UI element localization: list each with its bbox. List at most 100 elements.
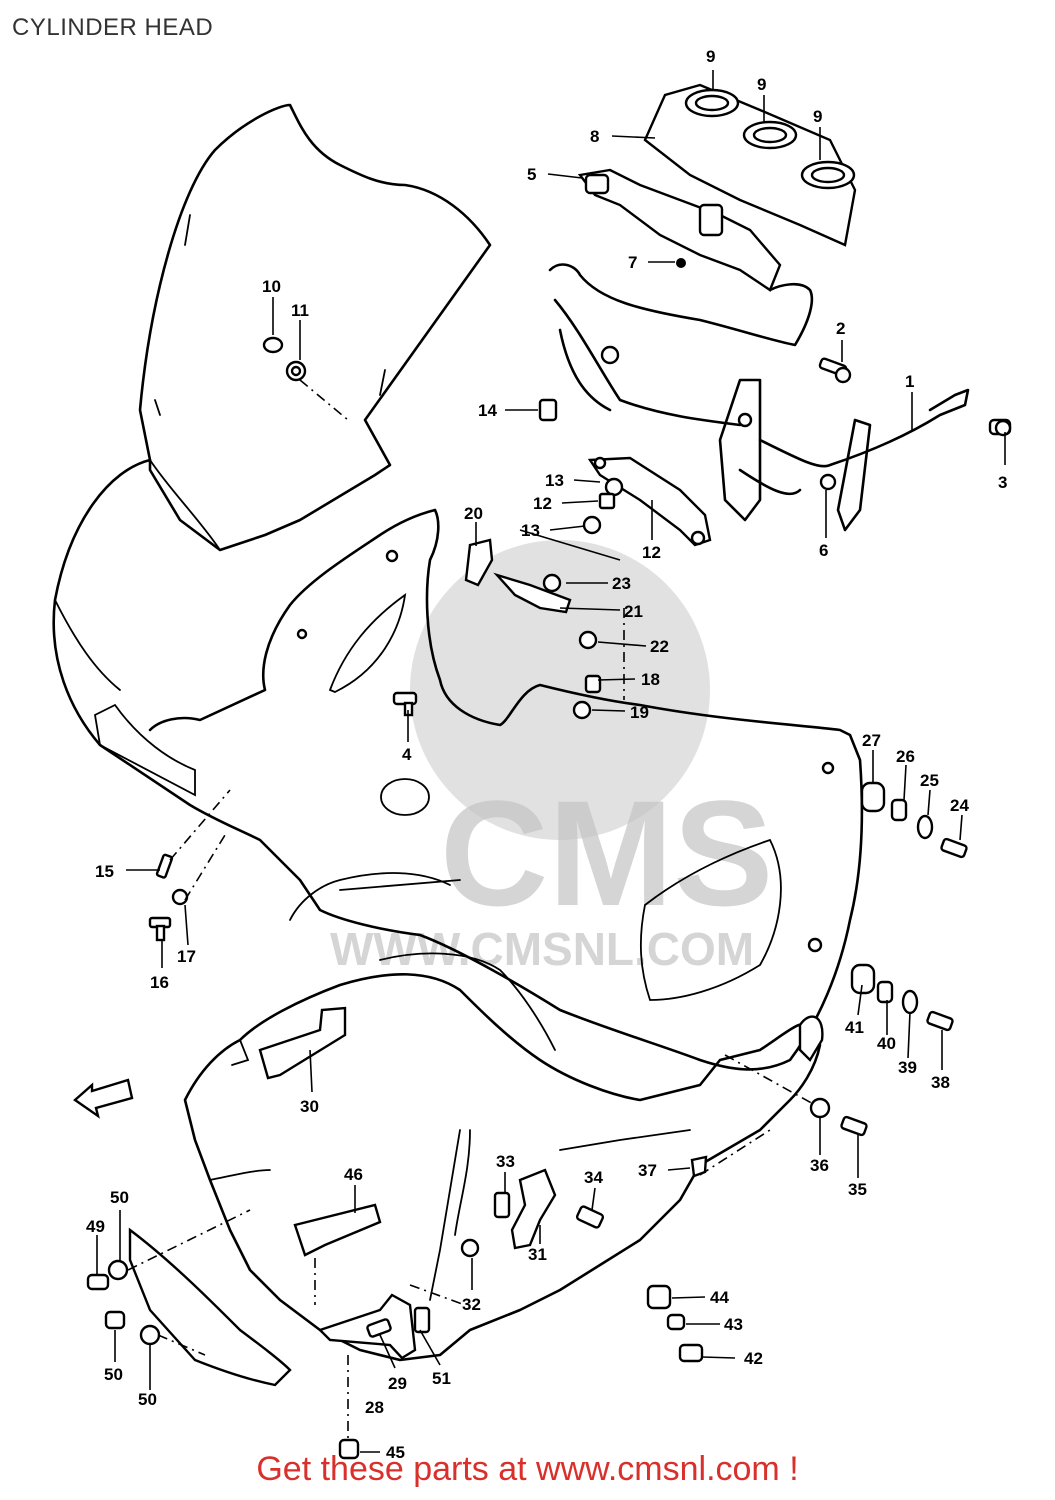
collar-14 bbox=[598, 492, 616, 510]
bracket-22 bbox=[464, 538, 494, 587]
callout-12b: 12 bbox=[642, 543, 661, 562]
page-title: CYLINDER HEAD bbox=[12, 14, 214, 41]
callout-10: 10 bbox=[262, 277, 281, 296]
nut-46 bbox=[646, 1284, 672, 1310]
washer-41 bbox=[901, 989, 919, 1015]
clip-35 bbox=[493, 1191, 511, 1219]
callout-16: 14 bbox=[478, 401, 497, 420]
bracket-48 bbox=[293, 1203, 382, 1257]
callout-2: 2 bbox=[836, 319, 845, 338]
meter-cover bbox=[643, 83, 857, 247]
callout-49a: 49 bbox=[86, 1217, 105, 1236]
screw-17 bbox=[155, 853, 174, 879]
windscreen bbox=[138, 103, 492, 552]
callout-24: 22 bbox=[650, 637, 669, 656]
callout-45: 43 bbox=[724, 1315, 743, 1334]
nut-25 bbox=[542, 573, 562, 593]
callout-14: 12 bbox=[533, 494, 552, 513]
callout-9a: 9 bbox=[706, 47, 715, 66]
callout-23: 21 bbox=[624, 602, 643, 621]
screw-13 bbox=[582, 515, 602, 535]
callout-5: 5 bbox=[527, 165, 536, 184]
callout-47: 45 bbox=[386, 1443, 405, 1462]
washer-50a bbox=[107, 1259, 129, 1281]
callout-31: 29 bbox=[388, 1374, 407, 1393]
callout-26: 24 bbox=[950, 796, 969, 815]
bracket-33 bbox=[510, 1168, 557, 1250]
callout-50a: 50 bbox=[110, 1188, 129, 1207]
screw-47 bbox=[338, 1438, 360, 1460]
callout-7: 7 bbox=[628, 253, 637, 272]
nut-11 bbox=[285, 360, 307, 382]
bolt-26 bbox=[940, 837, 968, 859]
callout-32: 30 bbox=[300, 1097, 319, 1116]
callout-9c: 9 bbox=[813, 107, 822, 126]
callout-11: 11 bbox=[291, 301, 309, 320]
callout-33: 31 bbox=[528, 1245, 547, 1264]
callout-labels: 9 9 9 8 5 7 10 11 2 1 14 3 13 12 20 11 1… bbox=[86, 47, 1007, 1462]
callout-39: 37 bbox=[638, 1161, 657, 1180]
screw-49b bbox=[104, 1310, 126, 1330]
callout-1: 1 bbox=[905, 372, 914, 391]
washer-19 bbox=[171, 888, 189, 906]
washer-15 bbox=[604, 477, 624, 497]
callout-29: 27 bbox=[862, 731, 881, 750]
grommet-43 bbox=[850, 963, 876, 995]
callout-9b: 9 bbox=[757, 75, 766, 94]
screw-7 bbox=[676, 258, 686, 268]
callout-3: 3 bbox=[998, 473, 1007, 492]
screw-20 bbox=[584, 674, 602, 694]
callout-27: 25 bbox=[920, 771, 939, 790]
screw-24 bbox=[578, 630, 598, 650]
callout-15: 13 bbox=[545, 471, 564, 490]
screw-31 bbox=[366, 1318, 392, 1338]
callout-36: 34 bbox=[584, 1168, 603, 1187]
callout-4: 4 bbox=[402, 745, 412, 764]
bracket-23 bbox=[493, 572, 572, 614]
washer-38 bbox=[809, 1097, 831, 1119]
callout-17: 15 bbox=[95, 862, 114, 881]
lower-fairing bbox=[183, 973, 822, 1362]
nut-34 bbox=[460, 1238, 480, 1258]
callout-40: 38 bbox=[931, 1073, 950, 1092]
bolt-3 bbox=[988, 418, 1012, 437]
callout-37: 35 bbox=[848, 1180, 867, 1199]
callout-21: 19 bbox=[630, 703, 649, 722]
screw-49a bbox=[86, 1273, 110, 1291]
callout-20: 18 bbox=[641, 670, 660, 689]
callout-19: 17 bbox=[177, 947, 196, 966]
callout-13b: 13 bbox=[521, 521, 540, 540]
side-cover-panel bbox=[128, 1227, 292, 1387]
bolt-36 bbox=[575, 1205, 605, 1229]
callout-8: 8 bbox=[590, 127, 599, 146]
bolt-40 bbox=[926, 1010, 954, 1032]
collar-45 bbox=[666, 1313, 686, 1331]
fairing-stay bbox=[548, 263, 970, 532]
screw-44 bbox=[678, 1343, 704, 1363]
watermark-brand: CMS bbox=[440, 769, 773, 937]
screw-10 bbox=[262, 336, 284, 354]
callout-43: 41 bbox=[845, 1018, 864, 1037]
callout-25: 23 bbox=[612, 574, 631, 593]
callout-30: 28 bbox=[365, 1398, 384, 1417]
bolt-2 bbox=[818, 357, 852, 384]
clip-51 bbox=[413, 1306, 431, 1334]
callout-41: 39 bbox=[898, 1058, 917, 1077]
callout-34: 32 bbox=[462, 1295, 481, 1314]
callout-22: 20 bbox=[464, 504, 483, 523]
nut-16 bbox=[538, 398, 558, 422]
footer-link[interactable]: Get these parts at www.cmsnl.com ! bbox=[256, 1450, 799, 1488]
callout-28: 26 bbox=[896, 747, 915, 766]
callout-51: 51 bbox=[432, 1369, 451, 1388]
nut-21 bbox=[572, 700, 592, 720]
grommet-29 bbox=[860, 781, 886, 813]
front-arrow-icon: FWD bbox=[73, 1078, 134, 1119]
collar-28 bbox=[890, 798, 908, 822]
callout-46: 44 bbox=[710, 1288, 729, 1307]
callout-18: 16 bbox=[150, 973, 169, 992]
collar-42 bbox=[876, 980, 894, 1004]
bolt-37 bbox=[840, 1115, 868, 1137]
screw-18 bbox=[148, 916, 172, 942]
washer-50b bbox=[139, 1324, 161, 1346]
